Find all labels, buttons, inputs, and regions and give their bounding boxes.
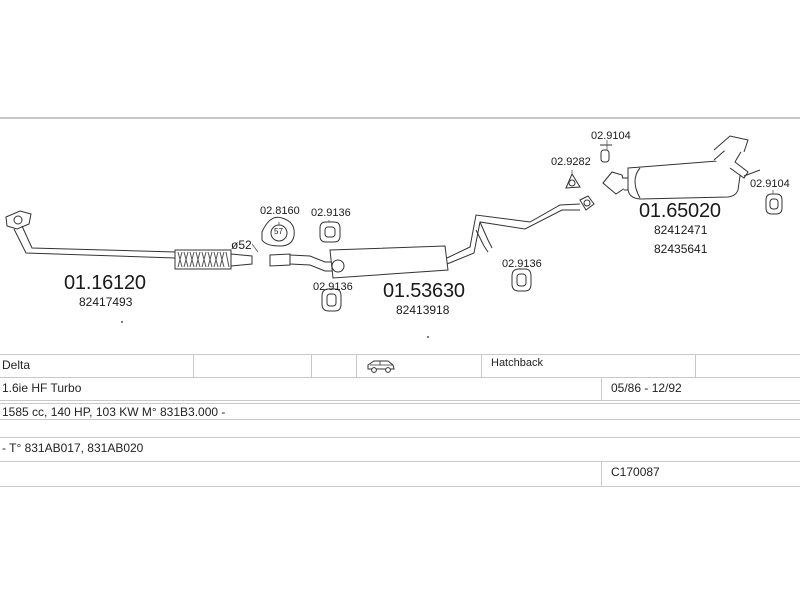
centre-silencer-shape: [269, 203, 581, 279]
production-period: 05/86 - 12/92: [611, 381, 682, 395]
engine-spec: 1585 cc, 140 HP, 103 KW M° 831B3.000 -: [2, 405, 226, 419]
centre-silencer-oe-number: 82413918: [396, 303, 450, 317]
table-divider: [0, 486, 800, 487]
table-divider: [0, 354, 800, 355]
leader-lines: [251, 140, 774, 269]
hanger-top-shape: [600, 144, 612, 163]
table-divider: [481, 354, 482, 377]
flange-part-number[interactable]: 02.9282: [551, 156, 591, 168]
clamp-top-shape: [319, 221, 341, 243]
diameter-label: ø52: [231, 238, 252, 252]
table-divider: [356, 354, 357, 377]
front-pipe-shape: [13, 225, 253, 270]
gasket-badge: 57: [274, 227, 283, 236]
body-type: Hatchback: [491, 357, 543, 369]
table-divider: [601, 461, 602, 486]
front-flange-shape: [5, 210, 32, 230]
table-divider: [193, 354, 194, 377]
engine-name: 1.6ie HF Turbo: [2, 381, 82, 395]
front-pipe-oe-number: 82417493: [79, 295, 133, 309]
table-divider: [0, 403, 800, 404]
table-divider: [0, 419, 800, 420]
table-divider: [0, 437, 800, 438]
clamp-bottom-part-number[interactable]: 02.9136: [313, 281, 353, 293]
table-divider: [311, 354, 312, 377]
rear-silencer-shape: [602, 135, 761, 200]
rear-silencer-part-number[interactable]: 01.65020: [639, 200, 721, 222]
hanger-right-shape: [765, 193, 783, 215]
catalog-code: C170087: [611, 465, 660, 479]
hanger-top-part-number[interactable]: 02.9104: [591, 130, 631, 142]
clamp-bottom-shape: [321, 288, 342, 312]
type-codes: - T° 831AB017, 831AB020: [2, 441, 144, 455]
table-divider: [0, 400, 800, 401]
gasket-shape: [261, 216, 295, 247]
model-name: Delta: [2, 358, 31, 372]
gasket-part-number[interactable]: 02.8160: [260, 205, 300, 217]
centre-silencer-part-number[interactable]: 01.53630: [383, 280, 465, 302]
rear-silencer-oe-number: 82435641: [654, 242, 708, 256]
flange-triangle-shape: [565, 172, 581, 189]
table-divider: [601, 377, 602, 400]
clamp-mid-part-number[interactable]: 02.9136: [502, 258, 542, 270]
car-hatchback-icon: [367, 360, 395, 373]
table-divider: [0, 461, 800, 462]
clamp-top-part-number[interactable]: 02.9136: [311, 207, 351, 219]
clamp-mid-shape: [511, 268, 532, 292]
flange-connector-shape: [579, 195, 595, 211]
table-divider: [695, 354, 696, 377]
hanger-right-part-number[interactable]: 02.9104: [750, 178, 790, 190]
table-divider: [0, 377, 800, 378]
front-pipe-part-number[interactable]: 01.16120: [64, 272, 146, 294]
rear-silencer-oe-number: 82412471: [654, 223, 708, 237]
